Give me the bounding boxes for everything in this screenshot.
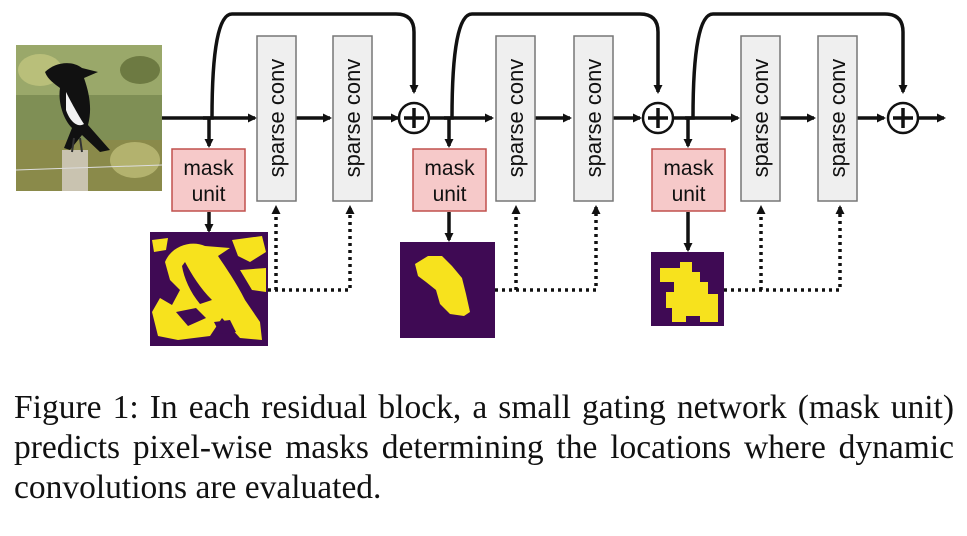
mask-unit-3: mask unit: [651, 148, 726, 212]
sparse-conv-label: sparse conv: [581, 59, 606, 178]
add-node-3: [886, 101, 920, 135]
mask-image-3: [651, 252, 724, 326]
sparse-conv-block-3a: sparse conv: [740, 35, 781, 202]
sparse-conv-label: sparse conv: [748, 59, 773, 178]
add-node-1: [397, 101, 431, 135]
mask-unit-label-line1: mask: [183, 157, 234, 180]
sparse-conv-block-3b: sparse conv: [817, 35, 858, 202]
mask-branch-arrows: [204, 118, 693, 252]
sparse-conv-label: sparse conv: [264, 59, 289, 178]
mask-unit-2: mask unit: [412, 148, 487, 212]
figure-caption: Figure 1: In each residual block, a smal…: [14, 389, 954, 506]
input-magpie-image: [15, 45, 163, 191]
mask-dotted-connections: [268, 205, 845, 292]
mask-image-1: [150, 232, 268, 346]
sparse-conv-label: sparse conv: [825, 59, 850, 178]
mask-unit-label-line2: unit: [192, 183, 226, 206]
mask-unit-label-line2: unit: [672, 183, 706, 206]
sparse-conv-block-1b: sparse conv: [332, 35, 373, 202]
sparse-conv-label: sparse conv: [503, 59, 528, 178]
sparse-conv-block-2a: sparse conv: [495, 35, 536, 202]
mask-unit-label-line2: unit: [433, 183, 467, 206]
mask-image-2: [400, 242, 495, 338]
mask-unit-label-line1: mask: [663, 157, 714, 180]
skip-connections: [203, 12, 908, 120]
sparse-conv-block-2b: sparse conv: [573, 35, 614, 202]
mask-unit-1: mask unit: [171, 148, 246, 212]
mask-unit-label-line1: mask: [424, 157, 475, 180]
sparse-conv-block-1a: sparse conv: [256, 35, 297, 202]
sparse-conv-label: sparse conv: [340, 59, 365, 178]
residual-block-diagram: sparse conv sparse conv sparse conv spar…: [15, 12, 946, 346]
add-node-2: [641, 101, 675, 135]
